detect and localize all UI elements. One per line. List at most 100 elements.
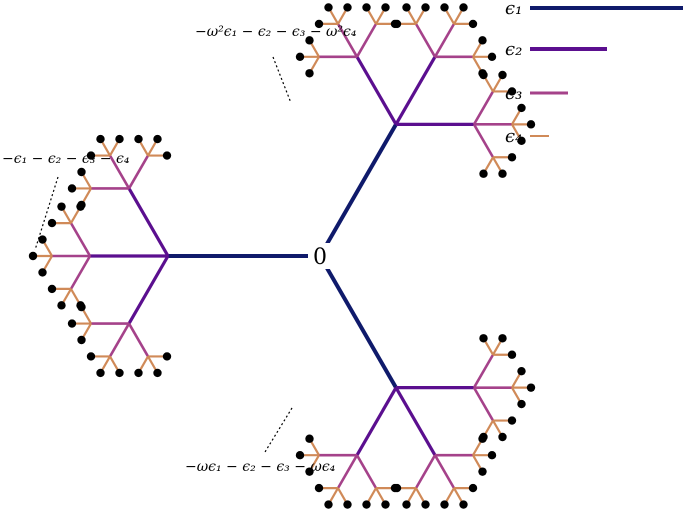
leaf-node <box>507 87 517 96</box>
branch-e3 <box>127 322 150 358</box>
leaf-node <box>421 500 430 509</box>
leaf-node <box>47 284 57 294</box>
leaf-node <box>162 352 172 361</box>
leaf-node <box>440 3 449 12</box>
leaf-node <box>498 169 507 178</box>
leaf-node <box>324 500 333 509</box>
leaf-node <box>468 19 478 29</box>
leaf-node <box>478 467 487 476</box>
leaf-node <box>478 434 487 443</box>
annotation-bottom-leader <box>264 407 293 453</box>
leaf-node <box>162 151 172 160</box>
branch-e3 <box>336 23 359 58</box>
leaf-node <box>362 500 371 509</box>
legend: ϵ₁ ϵ₂ ϵ₃ ϵ₄ <box>505 0 683 147</box>
leaf-node <box>305 69 314 78</box>
branch-e2 <box>394 56 437 126</box>
leaf-node <box>507 350 517 359</box>
branch-e3 <box>108 322 131 358</box>
annotation-bottom-label: −ωϵ₁ − ϵ₂ − ϵ₃ − ωϵ₄ <box>185 459 336 475</box>
leaf-node <box>459 3 468 12</box>
leaf-node <box>487 52 497 62</box>
branch-e3 <box>472 90 495 126</box>
leaf-node <box>421 3 430 12</box>
branch-e3 <box>127 154 150 190</box>
leaf-node <box>305 467 314 476</box>
branch-e2 <box>355 386 398 456</box>
leaf-node <box>343 500 352 509</box>
leaf-node <box>478 36 487 45</box>
branch-e3 <box>355 23 378 58</box>
leaf-node <box>314 483 324 493</box>
leaf-node <box>77 200 86 210</box>
leaf-node <box>498 70 507 80</box>
branch-e2 <box>127 187 170 257</box>
leaf-node <box>479 70 488 80</box>
annotation-left-leader <box>34 176 59 251</box>
leaf-node <box>468 483 478 493</box>
branch-e3 <box>336 454 359 489</box>
branch-e3 <box>433 454 456 489</box>
leaf-node <box>115 368 124 378</box>
leaf-node <box>77 335 86 345</box>
leaf-node <box>517 366 526 376</box>
leaf-node <box>498 432 507 442</box>
leaf-node <box>362 3 371 12</box>
leaf-node <box>487 450 497 460</box>
leaf-node <box>479 334 488 343</box>
legend-label-e1: ϵ₁ <box>505 0 522 19</box>
leaf-node <box>479 169 488 178</box>
leaf-node <box>517 103 526 113</box>
leaf-node <box>517 136 526 146</box>
tree-leaves <box>28 3 536 509</box>
leaf-node <box>86 151 96 160</box>
legend-label-e2: ϵ₂ <box>505 39 522 60</box>
leaf-node <box>390 483 400 493</box>
leaf-node <box>526 383 536 392</box>
annotation-top-label: −ω²ϵ₁ − ϵ₂ − ϵ₃ − ω²ϵ₄ <box>195 24 357 40</box>
branch-e2 <box>127 255 170 325</box>
branch-e3 <box>414 454 437 489</box>
leaf-node <box>28 251 38 261</box>
leaf-node <box>314 19 324 29</box>
leaf-node <box>67 319 77 328</box>
branch-e3 <box>433 23 456 58</box>
annotation-left-label: −ϵ₁ − ϵ₂ − ϵ₃ − ϵ₄ <box>2 151 130 167</box>
leaf-node <box>96 368 105 378</box>
leaf-node <box>381 500 390 509</box>
leaf-node <box>305 36 314 45</box>
leaf-node <box>343 3 352 12</box>
leaf-node <box>57 301 66 310</box>
legend-label-e4: ϵ₄ <box>505 126 522 147</box>
leaf-node <box>86 352 96 361</box>
leaf-node <box>57 202 66 211</box>
branch-e3 <box>472 354 495 389</box>
branch-e2 <box>394 386 437 456</box>
leaf-node <box>459 500 468 509</box>
leaf-node <box>402 500 411 509</box>
leaf-node <box>77 167 86 177</box>
branch-e3 <box>355 454 378 489</box>
leaf-node <box>38 268 47 277</box>
leaf-node <box>295 450 305 460</box>
origin-label: 0 <box>313 245 327 270</box>
annotation-top-leader <box>272 56 292 104</box>
leaf-node <box>507 153 517 162</box>
leaf-node <box>324 3 333 12</box>
leaf-node <box>305 434 314 443</box>
leaf-node <box>134 368 143 378</box>
branch-e3 <box>69 222 92 257</box>
origin-label-background <box>308 243 332 269</box>
branch-e3 <box>69 255 92 290</box>
branch-e3 <box>472 123 495 158</box>
leaf-node <box>392 19 402 29</box>
leaf-node <box>153 368 162 378</box>
leaf-node <box>498 334 507 343</box>
branch-e3 <box>108 154 131 190</box>
legend-label-e3: ϵ₃ <box>505 83 522 104</box>
branch-e2 <box>355 56 398 126</box>
branch-e3 <box>414 23 437 58</box>
leaf-node <box>381 3 390 12</box>
branch-e1 <box>318 123 398 257</box>
